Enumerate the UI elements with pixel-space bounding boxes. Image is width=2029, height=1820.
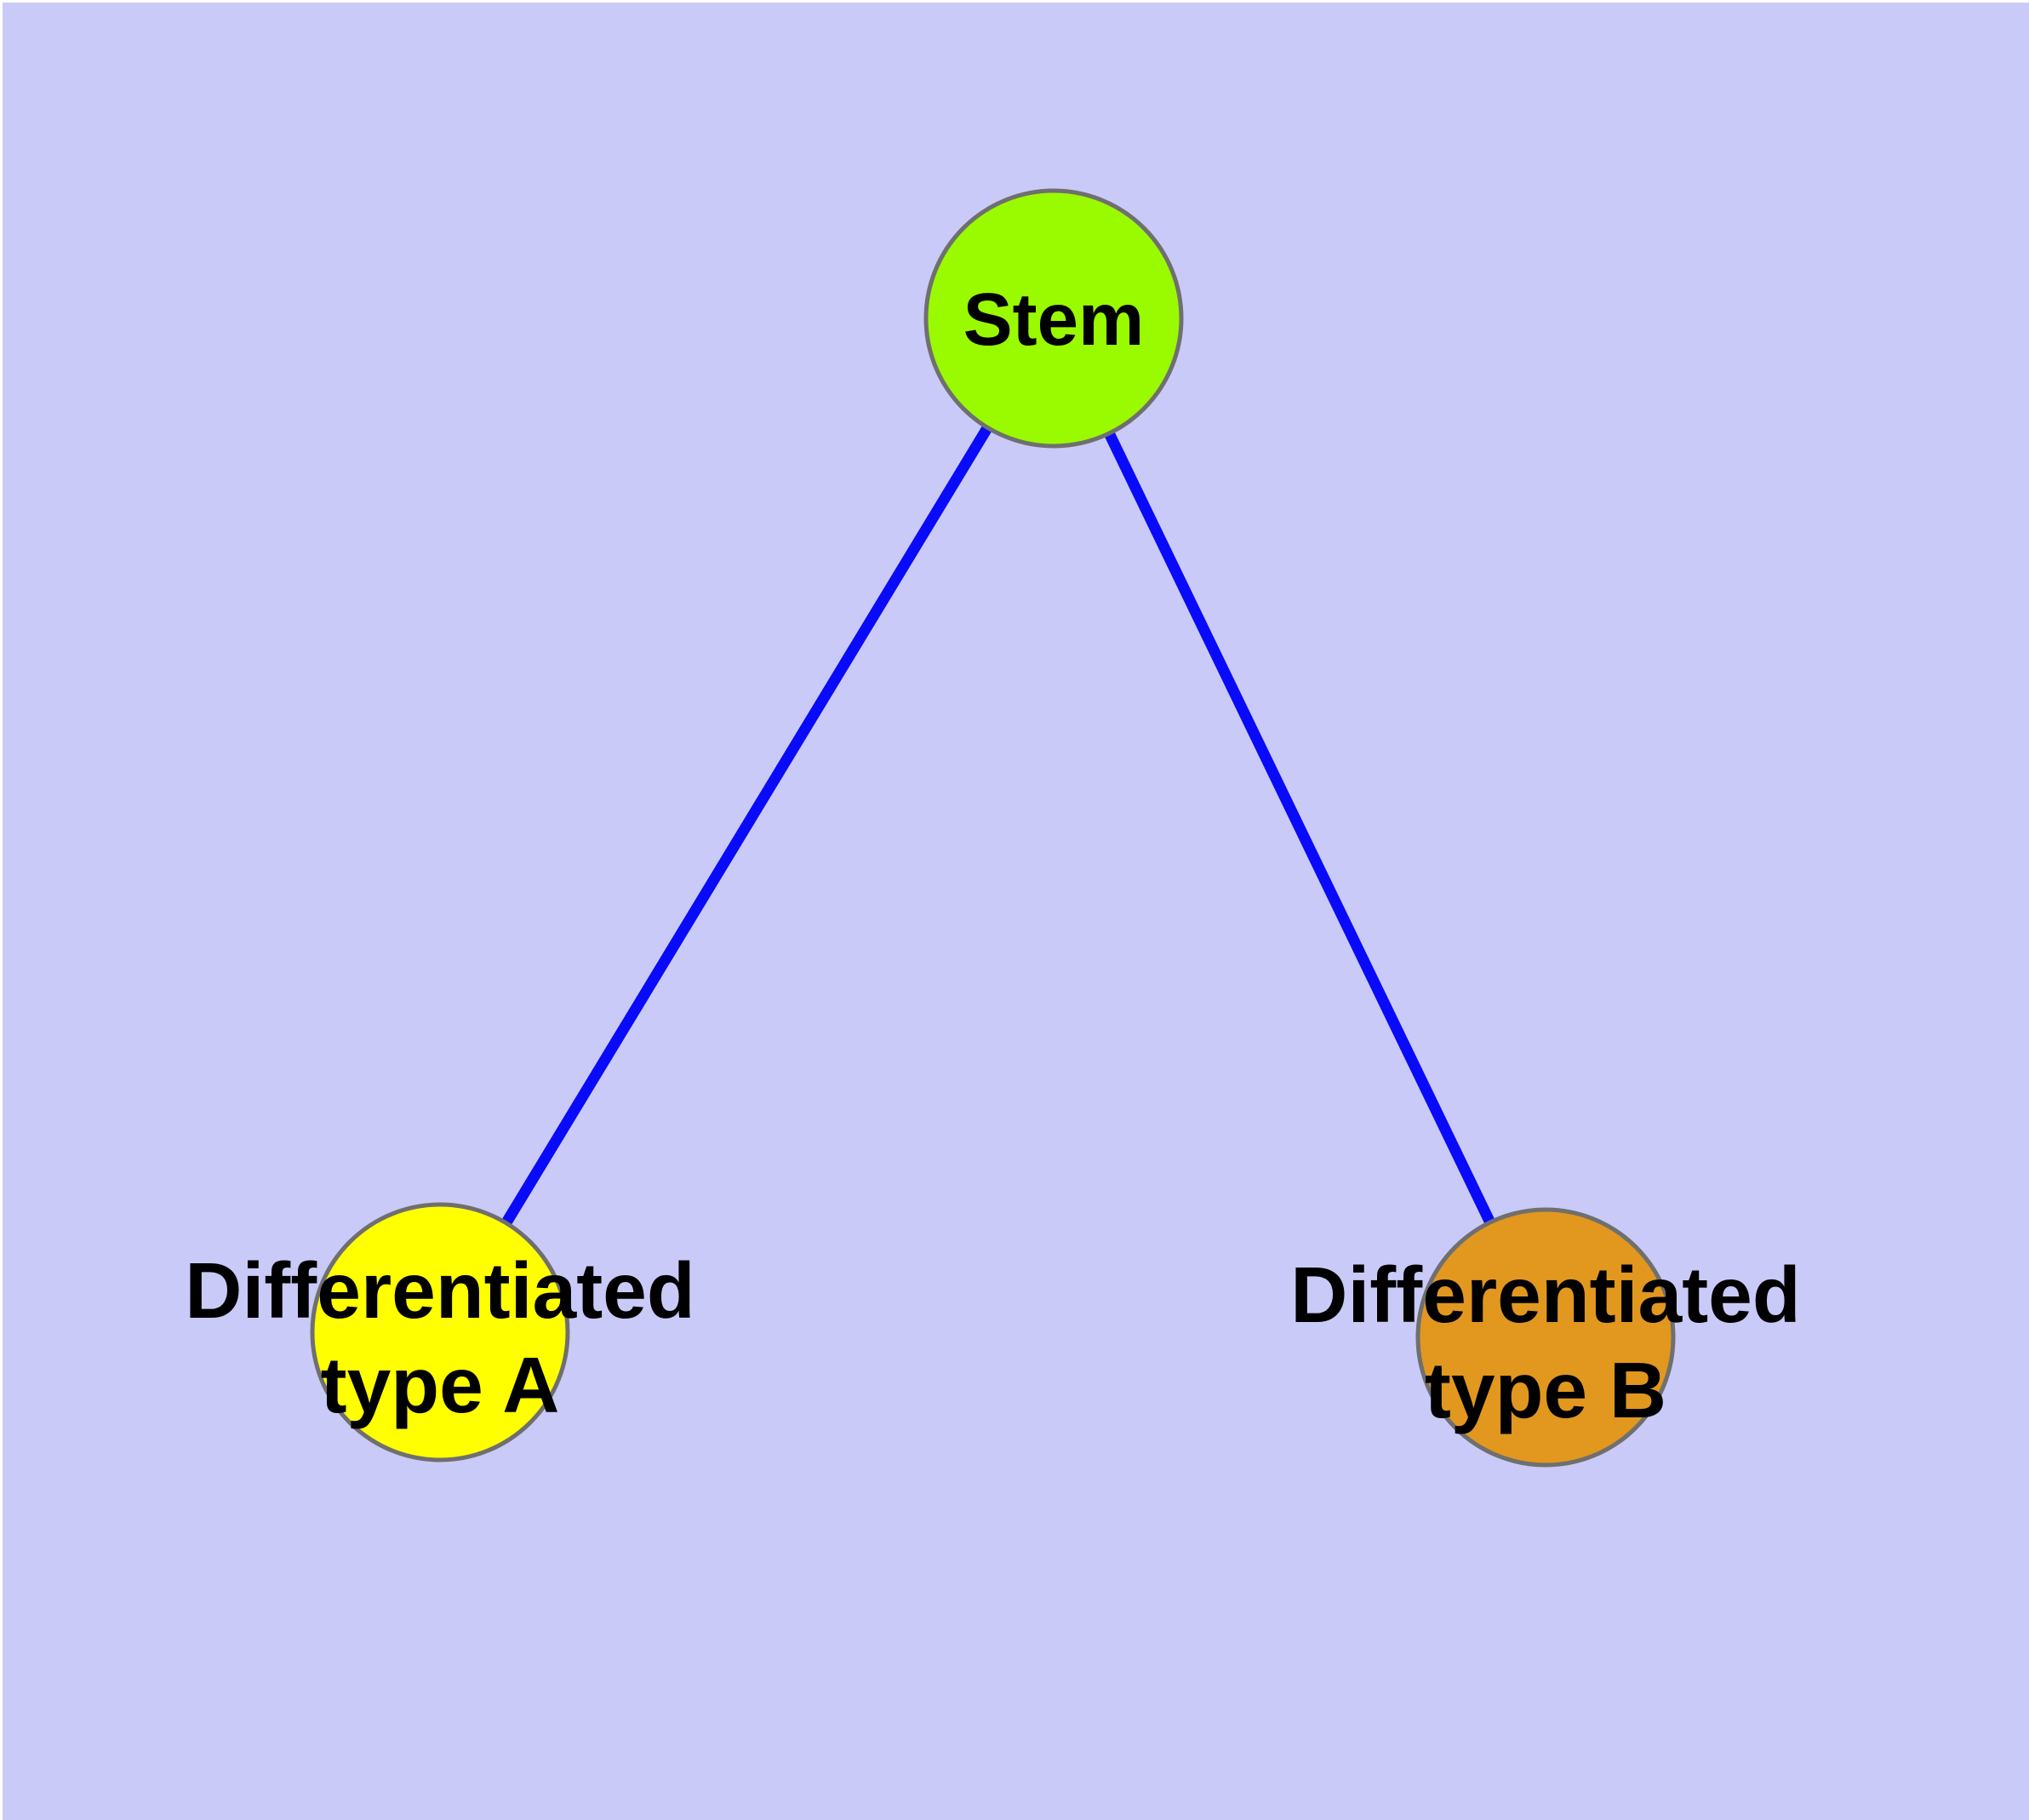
type-b-node bbox=[1415, 1207, 1676, 1468]
type-a-node-label-line-1: Differentiated bbox=[185, 1246, 694, 1335]
edge-stem-to-type-b bbox=[1049, 316, 1551, 1340]
type-b-node-label-line-2: type B bbox=[1425, 1346, 1666, 1434]
stem-node-label: Stem bbox=[963, 278, 1145, 361]
stem-node bbox=[923, 188, 1184, 449]
type-a-node-label-line-2: type A bbox=[321, 1341, 560, 1429]
type-b-node-label-line-1: Differentiated bbox=[1290, 1251, 1800, 1339]
type-a-node bbox=[310, 1202, 570, 1462]
edge-stem-to-type-a bbox=[435, 315, 1059, 1336]
